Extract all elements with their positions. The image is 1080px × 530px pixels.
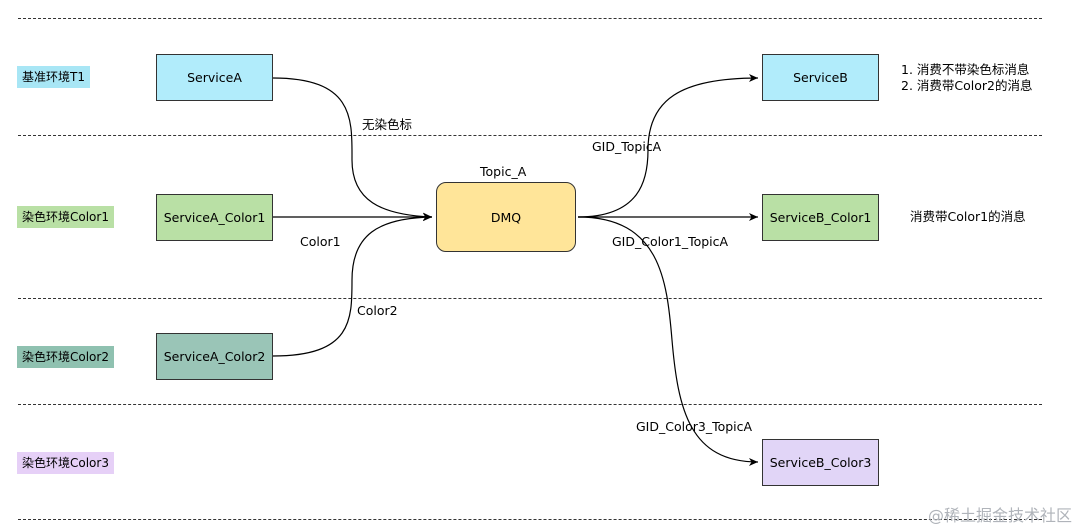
note-serviceb-color1: 消费带Color1的消息 <box>910 209 1026 224</box>
node-servicea: ServiceA <box>156 54 273 101</box>
node-serviceb-color3: ServiceB_Color3 <box>762 439 879 486</box>
edge-label-color1: Color1 <box>300 234 341 249</box>
edge-label-color2: Color2 <box>357 303 398 318</box>
node-servicea-color2: ServiceA_Color2 <box>156 333 273 380</box>
env-label-color1: 染色环境Color1 <box>17 206 114 228</box>
env-label-color3: 染色环境Color3 <box>17 452 114 474</box>
note-serviceb-line1: 1. 消费不带染色标消息 <box>901 62 1030 77</box>
edge-label-gid-color3: GID_Color3_TopicA <box>636 419 753 434</box>
lane-divider <box>18 135 1042 136</box>
lane-divider <box>18 519 1042 520</box>
node-serviceb: ServiceB <box>762 54 879 101</box>
topic-label: Topic_A <box>480 164 527 179</box>
node-serviceb-color1: ServiceB_Color1 <box>762 194 879 241</box>
note-serviceb-line2: 2. 消费带Color2的消息 <box>901 78 1033 93</box>
edge-label-no-color: 无染色标 <box>362 117 413 132</box>
node-servicea-color1: ServiceA_Color1 <box>156 194 273 241</box>
lane-divider <box>18 18 1042 19</box>
edge-servicea-color2-to-dmq <box>272 213 433 357</box>
env-label-color2: 染色环境Color2 <box>17 346 114 368</box>
lane-divider <box>18 298 1042 299</box>
edge-dmq-to-serviceb-color3 <box>577 216 759 466</box>
edge-servicea-to-dmq <box>272 77 433 221</box>
node-dmq: DMQ <box>436 182 576 252</box>
watermark: @稀土掘金技术社区 <box>927 506 1072 525</box>
env-label-t1: 基准环境T1 <box>17 66 90 88</box>
edge-dmq-to-serviceb <box>577 74 759 218</box>
lane-divider <box>18 404 1042 405</box>
edge-label-gid-topica: GID_TopicA <box>592 139 662 154</box>
edge-label-gid-color1: GID_Color1_TopicA <box>612 234 729 249</box>
